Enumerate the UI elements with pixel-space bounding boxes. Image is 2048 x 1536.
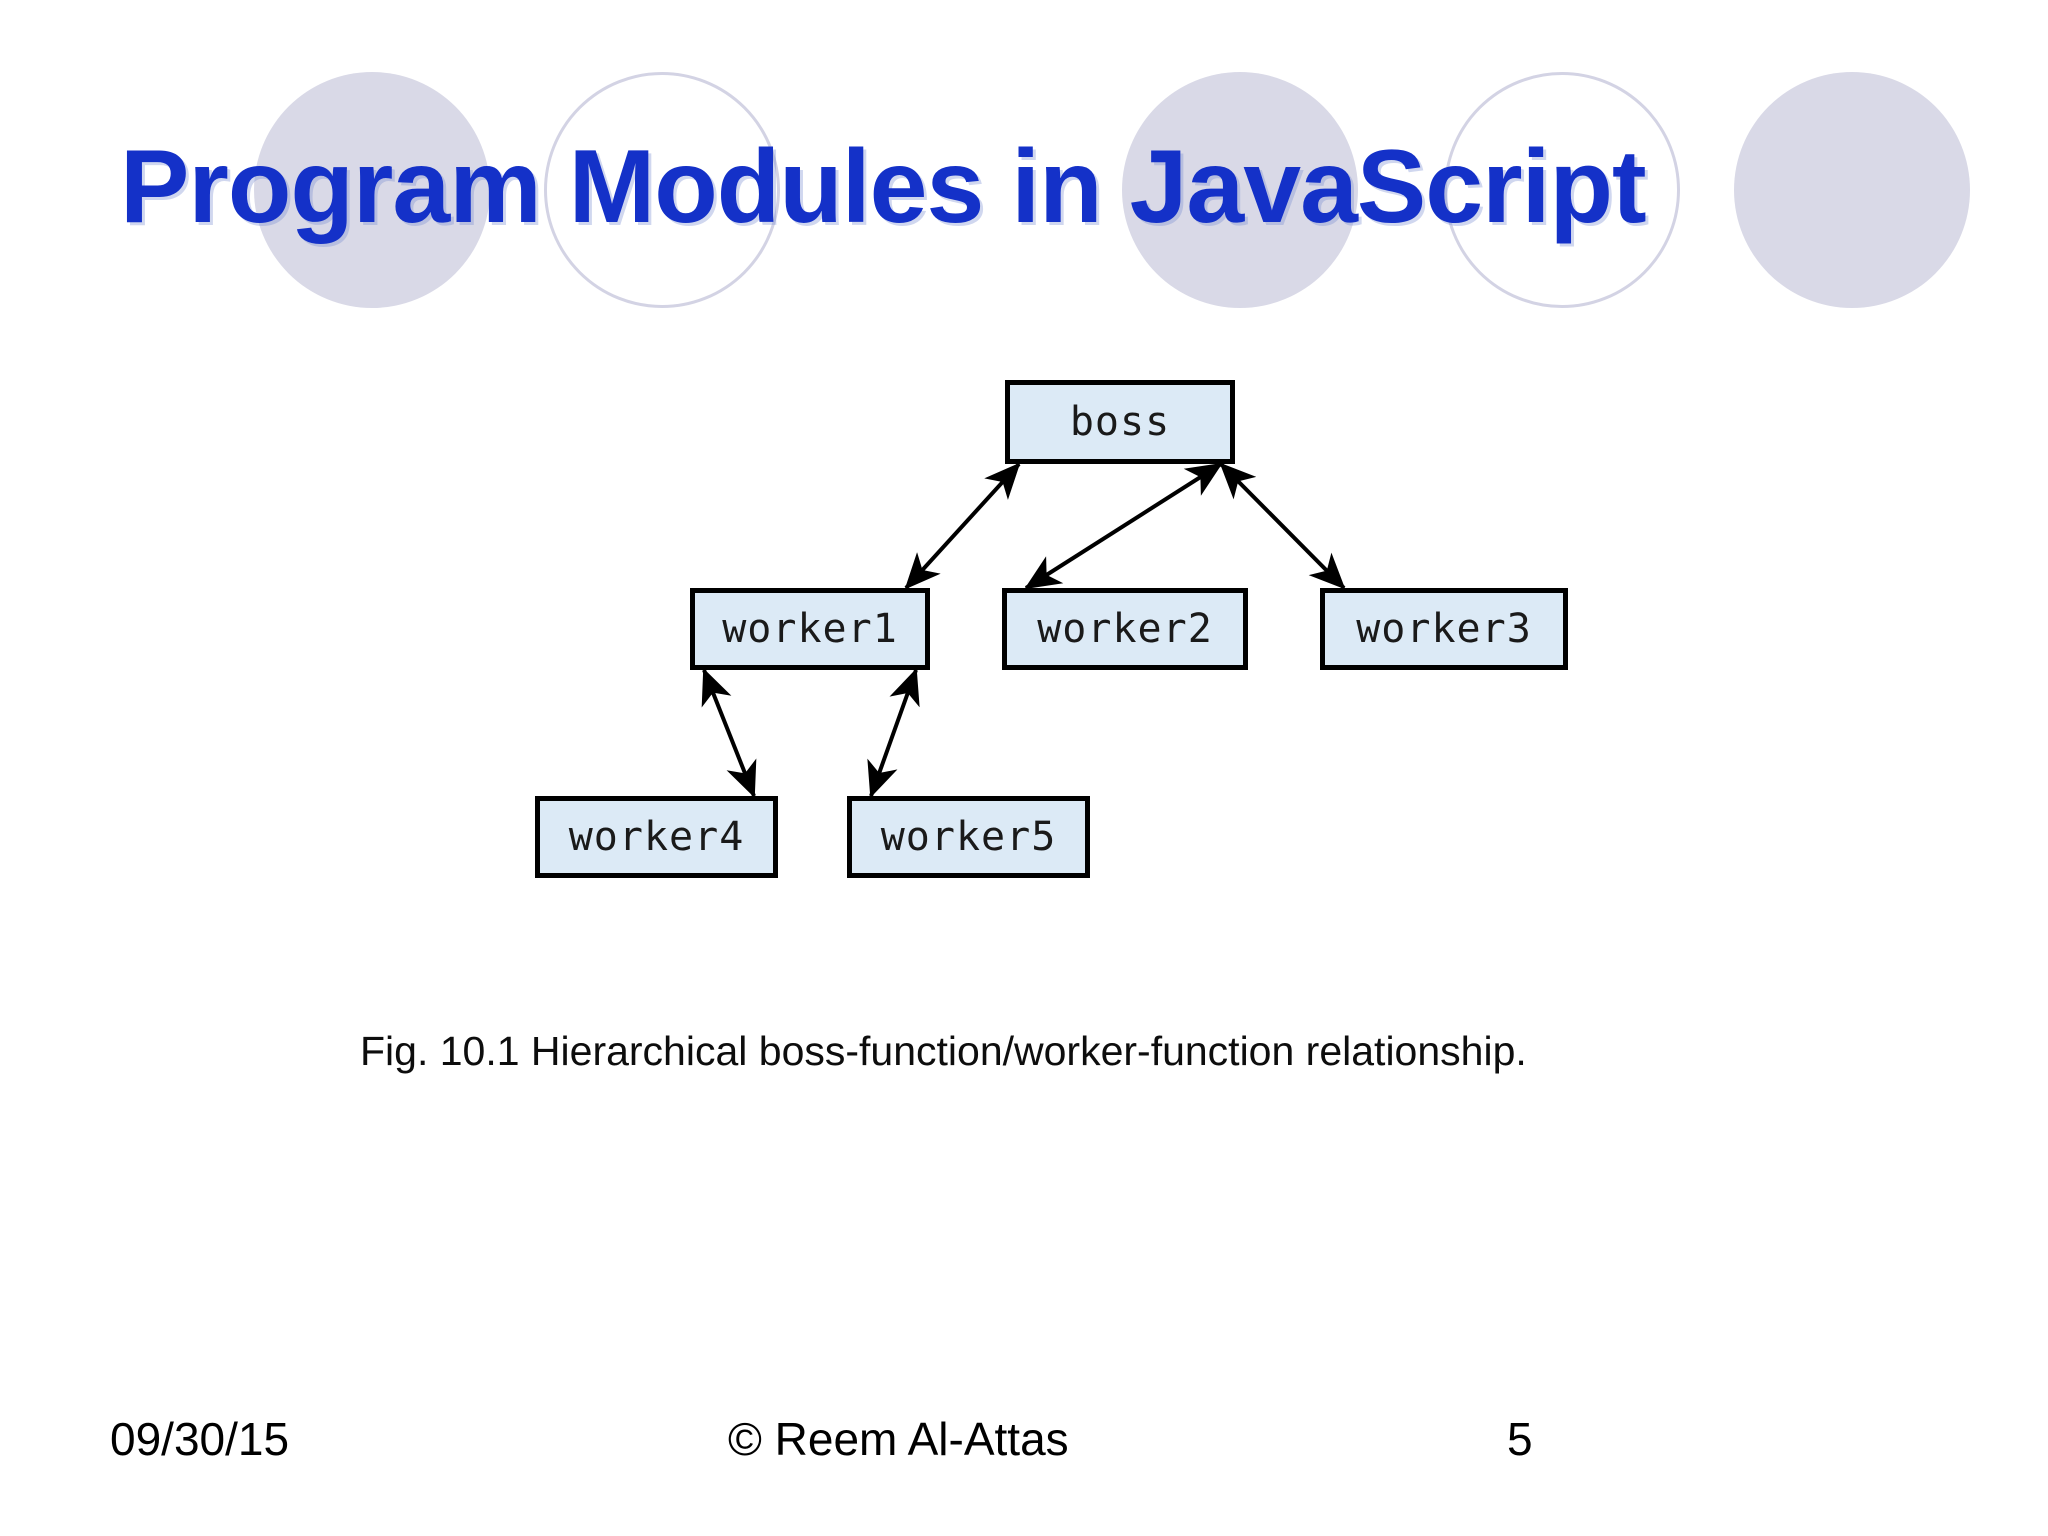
- diagram-node-worker1: worker1: [690, 588, 930, 670]
- hierarchy-diagram: boss worker1 worker2 worker3 worker4 worker5: [0, 330, 2048, 1030]
- edge-boss-worker2: [1024, 462, 1223, 590]
- edge-boss-worker1: [904, 462, 1021, 590]
- diagram-node-worker5: worker5: [847, 796, 1090, 878]
- edge-worker1-worker4: [701, 668, 757, 798]
- footer-page-number: 5: [1507, 1413, 1533, 1465]
- diagram-node-worker3: worker3: [1320, 588, 1568, 670]
- footer-copyright: © Reem Al-Attas: [728, 1413, 1069, 1465]
- deco-circle-5: [1734, 72, 1970, 308]
- diagram-node-boss: boss: [1005, 380, 1235, 464]
- diagram-node-worker2: worker2: [1002, 588, 1248, 670]
- diagram-connectors: [701, 462, 1346, 798]
- edge-worker1-worker5: [867, 668, 920, 798]
- figure-caption: Fig. 10.1 Hierarchical boss-function/wor…: [360, 1028, 1527, 1074]
- edge-boss-worker3: [1219, 462, 1346, 590]
- diagram-node-worker4: worker4: [535, 796, 778, 878]
- footer-date: 09/30/15: [110, 1413, 290, 1465]
- page-title: Program Modules in JavaScript: [120, 129, 1647, 245]
- slide-footer: 09/30/15 © Reem Al-Attas 5: [0, 1412, 2048, 1502]
